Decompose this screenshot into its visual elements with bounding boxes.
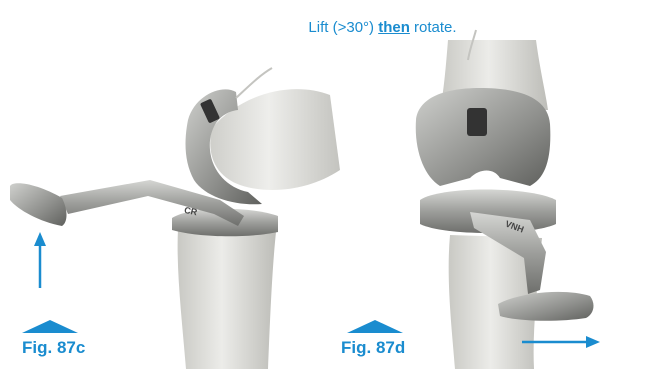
- figure-label-87c: Fig. 87c: [22, 338, 85, 358]
- left-tibia: [178, 229, 276, 369]
- triangle-marker-icon: [22, 320, 78, 333]
- up-arrow-icon: [34, 232, 46, 288]
- left-instrument-paddle: [10, 183, 67, 226]
- triangle-marker-icon: [347, 320, 403, 333]
- figure-87c-drawing: CR: [10, 68, 340, 369]
- figure-87d-drawing: VNH: [416, 30, 594, 369]
- z-logo-icon: [467, 108, 487, 136]
- right-femoral-component: [416, 88, 551, 186]
- figure-label-87d: Fig. 87d: [341, 338, 405, 358]
